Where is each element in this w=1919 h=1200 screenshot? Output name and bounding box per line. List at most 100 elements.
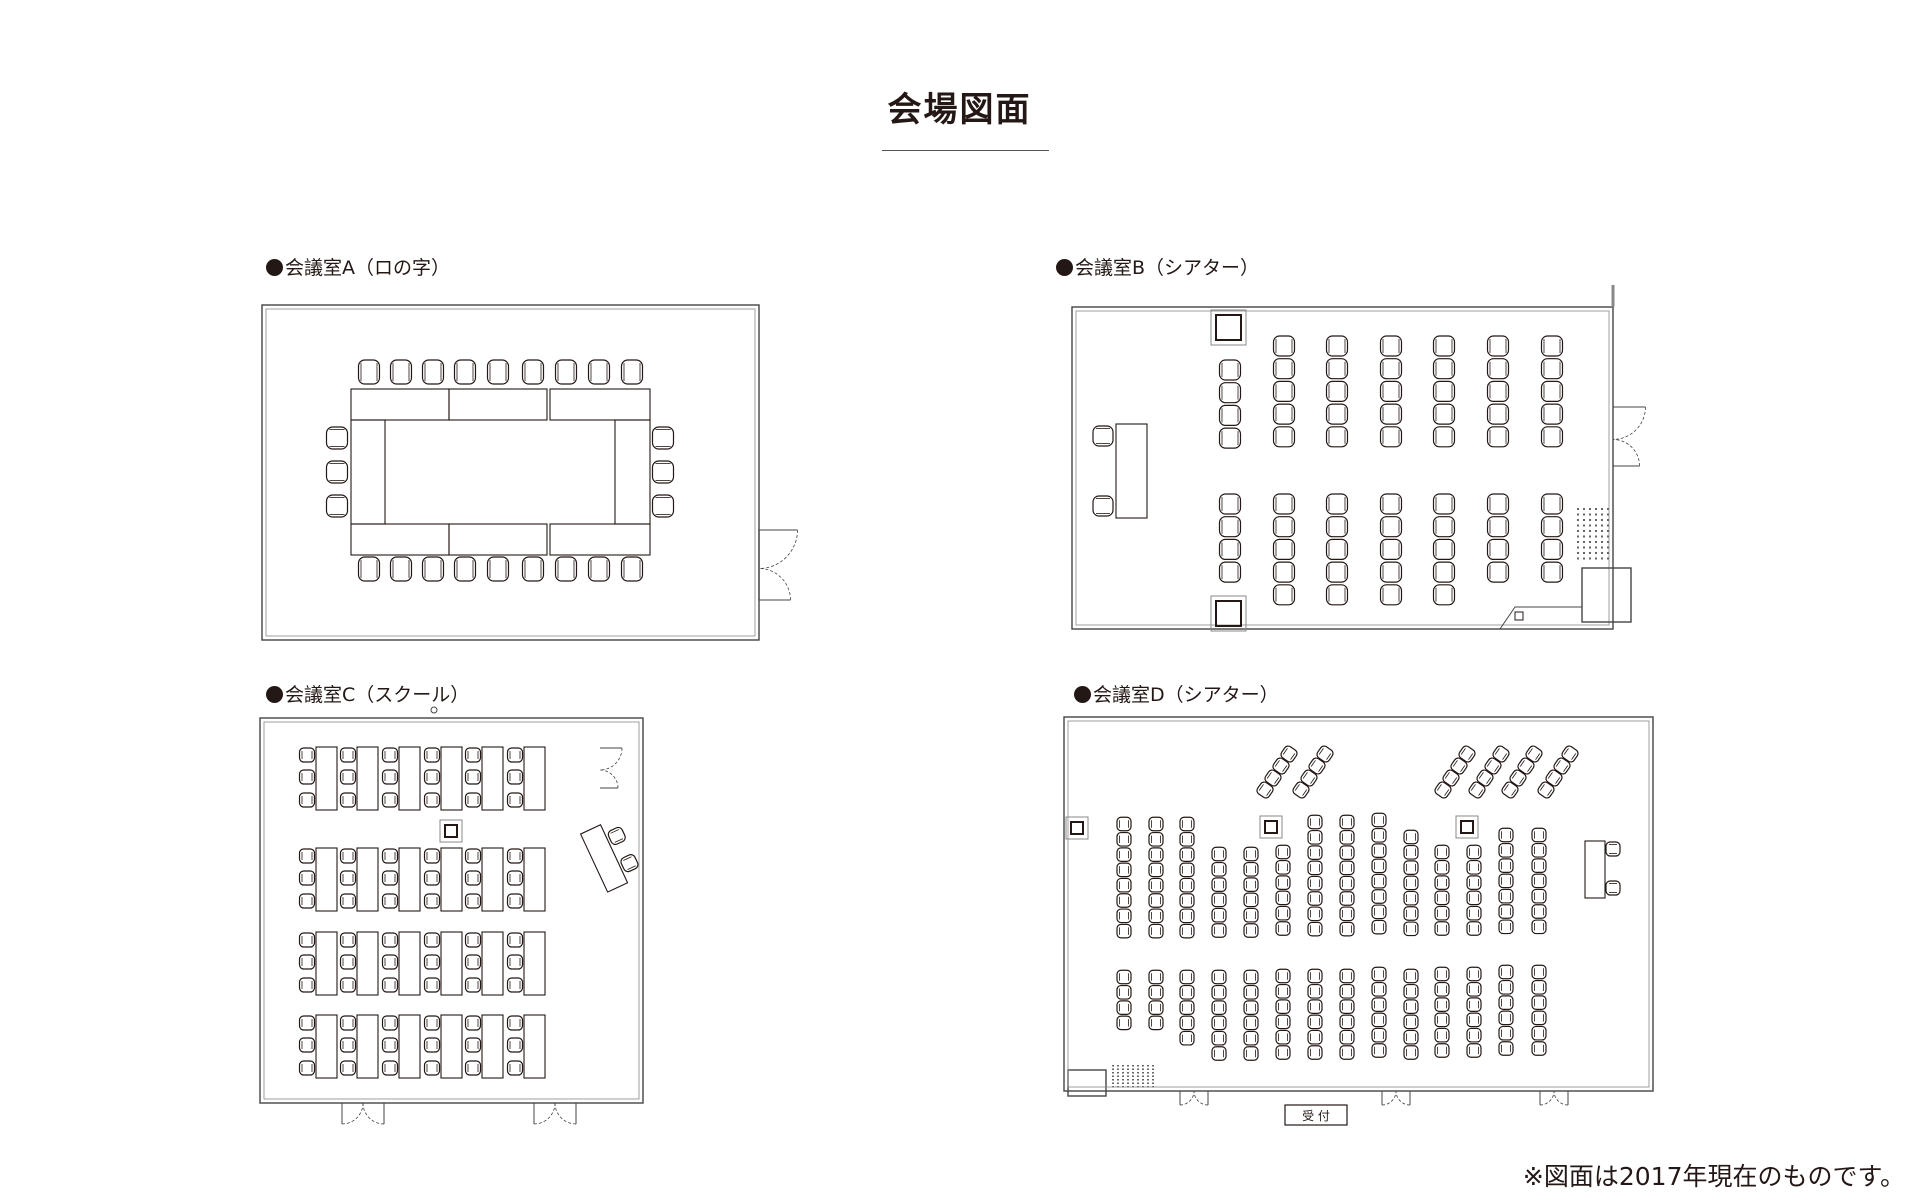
chair (423, 747, 441, 763)
chair (325, 426, 349, 450)
chair (620, 854, 639, 873)
chair-seat (1486, 380, 1510, 402)
desk (523, 931, 546, 996)
room-c-label: 会議室C（スクール） (266, 680, 469, 707)
chair-seat (1272, 493, 1296, 515)
chair (464, 977, 482, 993)
desk (481, 1014, 504, 1079)
chair (1458, 745, 1476, 763)
chair-arm (1282, 765, 1288, 772)
floor-grating (1137, 1082, 1139, 1084)
chair-seat (1434, 1012, 1450, 1028)
chair-seat (1300, 769, 1318, 787)
chair-seat (1531, 858, 1547, 873)
floor-grating (1583, 535, 1585, 538)
chair (1339, 999, 1355, 1014)
chair-seat (1316, 745, 1334, 763)
chair-seat (1531, 1025, 1547, 1041)
chair-seat (339, 1037, 357, 1053)
chair (1218, 516, 1242, 538)
outer-wall (1063, 716, 1654, 1092)
floor-grating (1595, 552, 1597, 554)
floor-grating (1142, 1082, 1144, 1084)
chair-seat (1486, 426, 1510, 448)
chair-seat (423, 792, 441, 808)
floor-grating (1112, 1068, 1114, 1070)
chair-arm (1547, 772, 1553, 779)
chair-seat (1307, 1045, 1323, 1060)
chair (620, 359, 644, 385)
chair (1540, 561, 1564, 583)
chair (1148, 1015, 1164, 1031)
chair (1371, 843, 1387, 858)
floor-grating (1152, 1065, 1154, 1067)
chair-seat (339, 977, 357, 993)
chair (1553, 757, 1571, 775)
chair (1339, 921, 1355, 937)
chair (1272, 584, 1296, 606)
chair (1379, 561, 1403, 583)
chair-seat (620, 854, 639, 873)
chair-seat (521, 556, 545, 582)
chair (1531, 995, 1547, 1010)
chair-seat (1486, 335, 1510, 357)
chair (1275, 1014, 1291, 1030)
chair-seat (1450, 757, 1468, 775)
chair-seat (1325, 358, 1349, 380)
floor-grating (1601, 535, 1603, 538)
chair-seat (587, 359, 611, 385)
chair-seat (1466, 890, 1482, 906)
door-swing (599, 747, 623, 771)
chair-seat (1243, 1015, 1259, 1031)
chair-seat (423, 1060, 441, 1076)
chair (298, 1060, 316, 1076)
floor-grating (1137, 1075, 1139, 1077)
chair-seat (1339, 921, 1355, 937)
chair-seat (1307, 983, 1323, 999)
chair (423, 1060, 441, 1076)
room-d-floor-plan: 受 付 (1063, 716, 1654, 1126)
chair (339, 1037, 357, 1053)
chair-seat (1148, 816, 1164, 832)
floor-grating (1595, 557, 1597, 560)
chair-arm (1274, 777, 1280, 784)
chair-seat (1148, 923, 1164, 939)
chair-seat (1371, 873, 1387, 889)
chair-seat (1553, 757, 1571, 775)
chair (1243, 877, 1259, 892)
chair-seat (464, 747, 482, 763)
chair-seat (1179, 1015, 1195, 1031)
ceiling-fixture-icon (430, 706, 438, 714)
chair (357, 556, 381, 582)
chair-seat (339, 792, 357, 808)
chair-seat (1339, 891, 1355, 906)
chair (1307, 968, 1323, 984)
chair (1498, 888, 1514, 904)
floor-grating (1122, 1065, 1124, 1067)
chair (1148, 969, 1164, 985)
chair (506, 747, 524, 763)
chair-seat (1486, 538, 1510, 561)
chair (1272, 493, 1296, 515)
chair-seat (1272, 426, 1296, 448)
chair-seat (1179, 1000, 1195, 1015)
chair-seat (1272, 561, 1296, 583)
chair (1148, 862, 1164, 878)
table (549, 388, 651, 421)
desk (315, 847, 338, 912)
floor-grating (1152, 1068, 1154, 1070)
chair-seat (554, 556, 578, 582)
chair-seat (1371, 1012, 1387, 1028)
chair-seat (1545, 769, 1563, 787)
chair (1179, 908, 1195, 924)
chair-seat (1466, 844, 1482, 860)
chair-seat (1531, 964, 1547, 980)
chair-seat (389, 556, 413, 582)
chair (1325, 335, 1349, 357)
chair (1403, 983, 1419, 999)
chair-seat (651, 460, 675, 484)
room-a-label-text: 会議室A（ロの字） (285, 257, 450, 279)
desk (356, 1014, 379, 1079)
floor-grating (1112, 1065, 1114, 1067)
chair-seat (1116, 831, 1132, 847)
